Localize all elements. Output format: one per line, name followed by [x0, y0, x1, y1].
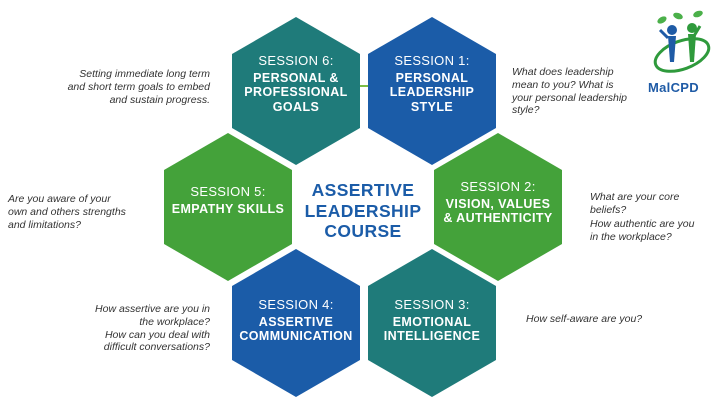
session-1-hexagon	[368, 17, 496, 165]
session-2-hexagon	[434, 133, 562, 281]
session-2-label: SESSION 2:	[460, 179, 536, 194]
session-6-text: SESSION 6: PERSONAL & PROFESSIONAL GOALS	[232, 53, 360, 114]
malcpd-logo-icon	[653, 10, 711, 73]
session-2-title: VISION, VALUES & AUTHENTICITY	[443, 196, 553, 226]
session-1-text: SESSION 1: PERSONAL LEADERSHIP STYLE	[368, 53, 496, 114]
malcpd-logo-text: MalCPD	[648, 80, 699, 95]
session-5-text: SESSION 5: EMPATHY SKILLS	[164, 184, 292, 216]
session-2-text: SESSION 2: VISION, VALUES & AUTHENTICITY	[434, 179, 562, 226]
session-3-title: EMOTIONAL INTELLIGENCE	[383, 314, 481, 344]
session-3-note: How self-aware are you?	[526, 313, 643, 325]
session-3-hexagon	[368, 249, 496, 397]
session-6-note: Setting immediate long term and short te…	[67, 68, 210, 106]
session-1-note: What does leadership mean to you? What i…	[512, 66, 627, 117]
session-4-title: ASSERTIVE COMMUNICATION	[239, 314, 353, 344]
session-2-note-authentic: How authentic are you in the workplace?	[590, 218, 695, 243]
session-5-note: Are you aware of your own and others str…	[8, 193, 126, 231]
session-4-note: How assertive are you in the workplace? …	[95, 303, 210, 354]
session-5-label: SESSION 5:	[190, 184, 266, 199]
session-4-hexagon	[232, 249, 360, 397]
session-3-label: SESSION 3:	[394, 297, 470, 312]
session-5-title: EMPATHY SKILLS	[171, 201, 285, 216]
session-4-label: SESSION 4:	[258, 297, 334, 312]
session-6-title: PERSONAL & PROFESSIONAL GOALS	[244, 70, 348, 114]
session-5-hexagon	[164, 133, 292, 281]
course-title: ASSERTIVE LEADERSHIP COURSE	[304, 180, 422, 242]
session-6-label: SESSION 6:	[258, 53, 334, 68]
session-4-text: SESSION 4: ASSERTIVE COMMUNICATION	[232, 297, 360, 344]
session-2-note-beliefs: What are your core beliefs?	[590, 191, 680, 216]
session-1-label: SESSION 1:	[394, 53, 470, 68]
session-3-text: SESSION 3: EMOTIONAL INTELLIGENCE	[368, 297, 496, 344]
session-1-title: PERSONAL LEADERSHIP STYLE	[389, 70, 475, 114]
session-6-hexagon	[232, 17, 360, 165]
